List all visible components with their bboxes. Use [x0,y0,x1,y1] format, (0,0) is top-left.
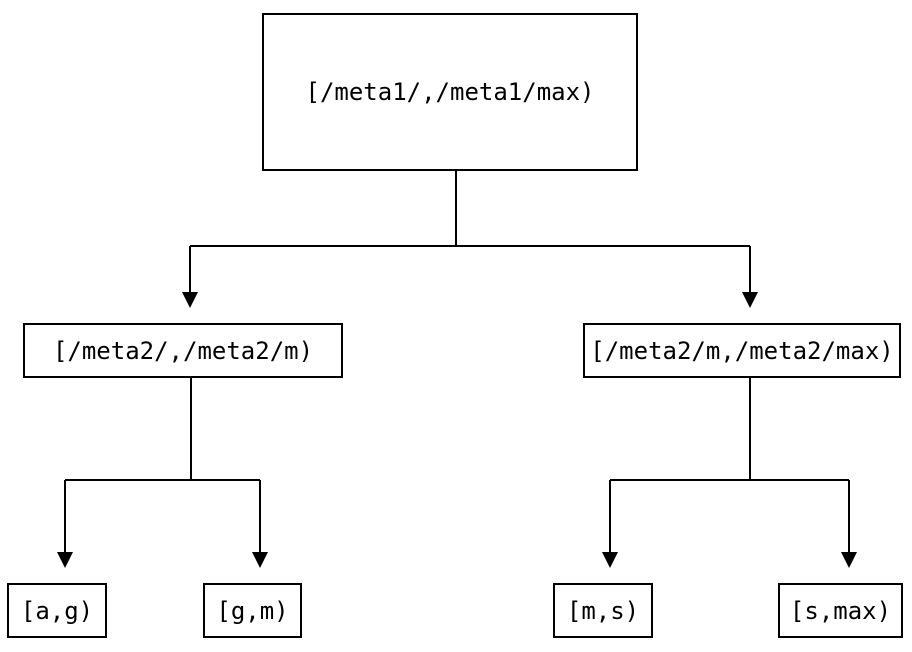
node-label: [g,m) [216,596,289,625]
node-label: [/meta2/,/meta2/m) [52,336,314,365]
node-label: [/meta1/,/meta1/max) [305,78,595,106]
node-leaf-m-s: [m,s) [553,583,653,638]
arrowhead-icon [182,292,198,308]
arrowhead-icon [57,552,73,568]
arrowhead-icon [602,552,618,568]
node-leaf-s-max: [s,max) [778,583,903,638]
node-label: [m,s) [566,596,640,625]
node-label: [a,g) [20,596,94,625]
arrowhead-icon [252,552,268,568]
node-label: [/meta2/m,/meta2/max) [590,336,894,365]
node-leaf-a-g: [a,g) [7,583,107,638]
node-meta1-range: [/meta1/,/meta1/max) [262,13,638,171]
node-label: [s,max) [789,596,892,625]
arrowhead-icon [841,552,857,568]
node-leaf-g-m: [g,m) [203,583,302,638]
node-meta2-lower-range: [/meta2/,/meta2/m) [23,323,343,378]
node-meta2-upper-range: [/meta2/m,/meta2/max) [583,323,901,378]
arrowhead-icon [742,292,758,308]
